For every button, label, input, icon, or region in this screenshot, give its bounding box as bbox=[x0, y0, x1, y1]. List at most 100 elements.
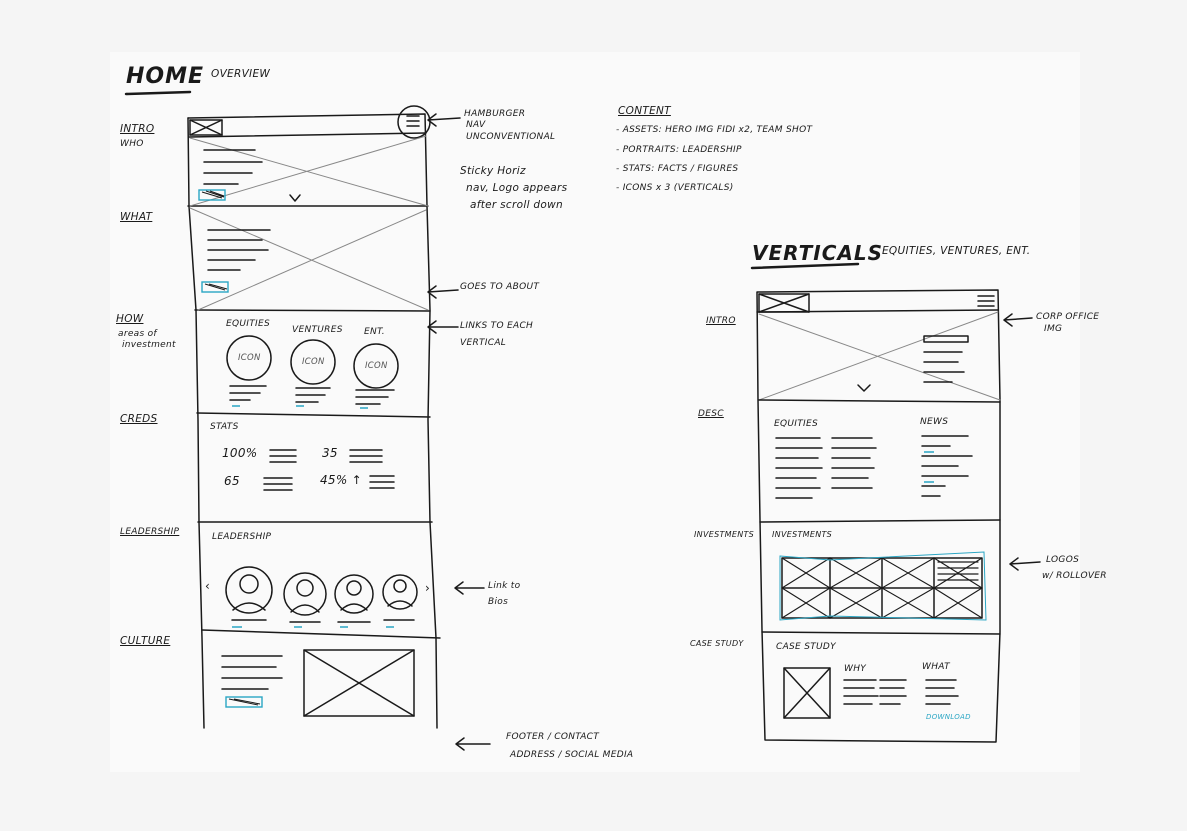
note-corp-office-2: IMG bbox=[1044, 324, 1063, 334]
culture-cta-hatch bbox=[228, 698, 261, 706]
verticals-frame bbox=[756, 289, 1001, 743]
note-corp-office-1: CORP OFFICE bbox=[1036, 312, 1100, 322]
intro-cta-hatch bbox=[201, 190, 225, 199]
what-text-lines bbox=[207, 229, 271, 271]
stat-value-2: 35 bbox=[322, 446, 338, 460]
icon-placeholder-3: ICON bbox=[365, 361, 388, 371]
portrait-4 bbox=[382, 574, 418, 610]
note-footer-2: ADDRESS / SOCIAL MEDIA bbox=[510, 750, 634, 760]
verticals-title-underline bbox=[750, 262, 860, 270]
home-logo-cross bbox=[189, 119, 223, 136]
verticals-logo-cross bbox=[758, 293, 810, 313]
content-item-4: - ICONS x 3 (VERTICALS) bbox=[616, 183, 734, 193]
note-hamburger-1: HAMBURGER bbox=[464, 109, 526, 119]
case-study-title: CASE STUDY bbox=[776, 642, 836, 652]
portrait-3-figure bbox=[340, 580, 368, 611]
stat-2-lines bbox=[349, 449, 383, 463]
news-lines bbox=[921, 435, 973, 497]
scroll-chevron bbox=[289, 194, 301, 202]
investments-title: INVESTMENTS bbox=[772, 530, 833, 539]
home-divider-5 bbox=[201, 629, 441, 639]
home-nav-bar bbox=[188, 132, 427, 138]
verticals-hamburger-icon bbox=[977, 295, 995, 307]
portrait-2 bbox=[283, 572, 327, 616]
note-hamburger-2: NAV bbox=[466, 120, 486, 130]
portrait-3 bbox=[334, 574, 374, 614]
portrait-1 bbox=[225, 566, 273, 614]
stats-title: STATS bbox=[210, 422, 239, 432]
how-link-accents bbox=[232, 405, 368, 409]
verticals-hero-button bbox=[923, 335, 969, 343]
note-sticky-3: after scroll down bbox=[470, 199, 563, 211]
stat-value-3: 65 bbox=[224, 474, 240, 488]
arrow-links-to-each bbox=[427, 320, 459, 334]
content-item-2: - PORTRAITS: LEADERSHIP bbox=[616, 145, 742, 155]
leadership-title: LEADERSHIP bbox=[212, 532, 272, 542]
sketch-paper bbox=[110, 52, 1080, 772]
note-links-to-each-1: LINKS TO EACH bbox=[460, 321, 534, 331]
hamburger-icon bbox=[406, 115, 420, 127]
verticals-label-intro: INTRO bbox=[706, 316, 736, 326]
section-label-intro: INTRO bbox=[120, 123, 155, 135]
home-subtitle: OVERVIEW bbox=[211, 68, 271, 80]
case-why-lines bbox=[843, 679, 907, 705]
stat-value-1: 100% bbox=[222, 446, 258, 460]
culture-text-lines bbox=[221, 655, 283, 690]
section-label-how-sub-2: investment bbox=[122, 340, 176, 350]
verticals-label-investments: INVESTMENTS bbox=[694, 530, 755, 539]
case-download-link: DOWNLOAD bbox=[926, 713, 971, 721]
culture-image-cross bbox=[303, 649, 415, 717]
note-sticky-1: Sticky Horiz bbox=[460, 165, 526, 177]
icon-placeholder-2: ICON bbox=[302, 357, 325, 367]
what-image-cross bbox=[189, 207, 429, 311]
section-label-intro-sub: WHO bbox=[120, 139, 144, 149]
equities-lines bbox=[229, 385, 267, 401]
content-item-3: - STATS: FACTS / FIGURES bbox=[616, 164, 739, 174]
content-item-1: - ASSETS: HERO IMG FIDI x2, TEAM SHOT bbox=[616, 125, 813, 135]
note-logos-2: w/ ROLLOVER bbox=[1042, 571, 1107, 581]
content-title: CONTENT bbox=[618, 105, 671, 117]
portrait-4-figure bbox=[387, 579, 413, 607]
ent-lines bbox=[355, 389, 395, 405]
icon-placeholder-1: ICON bbox=[238, 353, 261, 363]
arrow-corp-office bbox=[1003, 313, 1033, 327]
verticals-dividers bbox=[758, 399, 1001, 635]
stat-4-lines bbox=[369, 475, 395, 489]
section-label-creds: CREDS bbox=[120, 413, 158, 425]
case-why-label: WHY bbox=[844, 664, 867, 674]
carousel-prev: ‹ bbox=[205, 579, 210, 593]
case-image-box bbox=[783, 667, 831, 719]
desc-equities-title: EQUITIES bbox=[774, 419, 818, 429]
culture-image-box bbox=[303, 649, 415, 717]
section-label-culture: CULTURE bbox=[120, 635, 171, 647]
home-logo-box bbox=[189, 119, 223, 136]
ventures-icon-circle bbox=[290, 339, 336, 385]
desc-col2-lines bbox=[831, 437, 877, 489]
arrow-link-to-bios bbox=[454, 581, 485, 595]
logo-grid-highlight bbox=[779, 551, 987, 621]
note-link-to-bios-1: Link to bbox=[488, 581, 521, 591]
note-links-to-each-2: VERTICAL bbox=[460, 338, 507, 348]
stat-1-lines bbox=[269, 449, 297, 463]
ent-icon-circle bbox=[353, 343, 399, 389]
note-hamburger-3: UNCONVENTIONAL bbox=[466, 132, 556, 142]
home-title-underline bbox=[124, 90, 192, 96]
verticals-label-desc: DESC bbox=[698, 409, 724, 419]
portrait-1-figure bbox=[232, 574, 266, 611]
verticals-subtitle: EQUITIES, VENTURES, ENT. bbox=[882, 245, 1031, 257]
case-image-cross bbox=[783, 667, 831, 719]
desc-news-title: NEWS bbox=[920, 417, 949, 427]
how-col-ventures: VENTURES bbox=[292, 325, 343, 335]
home-divider-2 bbox=[194, 309, 431, 312]
equities-icon-circle bbox=[226, 335, 272, 381]
news-link-accents bbox=[924, 451, 934, 483]
verticals-hero-lines bbox=[923, 351, 965, 383]
what-cta-highlight bbox=[201, 281, 229, 293]
home-frame-left bbox=[187, 117, 205, 729]
arrow-footer bbox=[455, 737, 491, 751]
arrow-hamburger bbox=[427, 113, 461, 127]
note-footer-1: FOOTER / CONTACT bbox=[506, 732, 600, 742]
note-link-to-bios-2: Bios bbox=[488, 597, 509, 607]
case-what-label: WHAT bbox=[922, 662, 950, 672]
